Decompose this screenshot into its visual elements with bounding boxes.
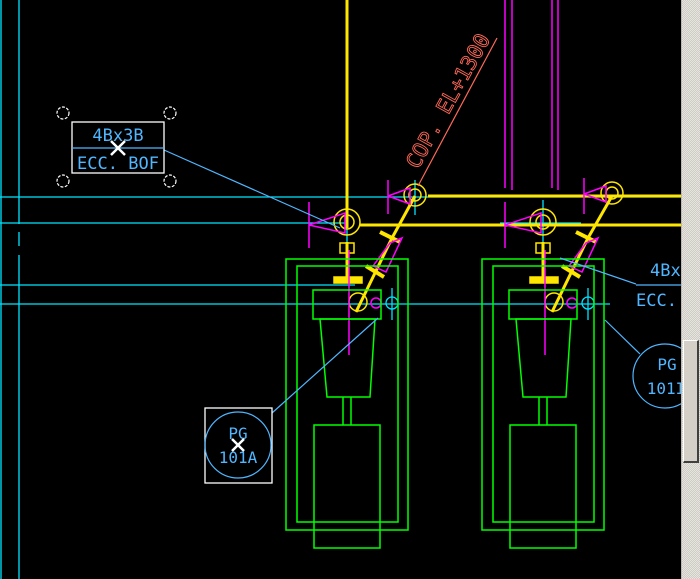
instrument-tag-right[interactable]: PG 101I	[604, 319, 681, 409]
pipe-lines	[345, 0, 681, 313]
pipe-supports	[308, 0, 607, 355]
reducer-tag-left[interactable]: 4Bx3B ECC. BOF	[56, 106, 341, 229]
elevation-label: COP. EL+1300	[401, 30, 495, 173]
pipe-fittings	[333, 181, 624, 312]
insertion-point-icon	[110, 140, 126, 156]
instrument-code: PG	[657, 355, 676, 374]
drawing-canvas[interactable]: COP. EL+1300 4Bx3B ECC. BOF PG 101A 4Bx …	[0, 0, 681, 579]
instrument-number: 101I	[647, 379, 681, 398]
reducer-type-label: ECC. BOF	[77, 154, 159, 174]
instrument-number: 101A	[219, 448, 258, 467]
elevation-annotation: COP. EL+1300	[401, 29, 498, 187]
reducer-size-label: 4Bx3B	[92, 126, 143, 146]
scrollbar-thumb[interactable]	[683, 340, 699, 463]
reducer-size-label: 4Bx	[650, 261, 681, 281]
grip-handles[interactable]	[56, 106, 177, 188]
instrument-code: PG	[228, 424, 247, 443]
reducer-type-label: ECC.	[636, 291, 677, 311]
insertion-point-icon	[231, 438, 245, 452]
vertical-scrollbar[interactable]	[681, 0, 700, 579]
pump-left	[285, 258, 409, 549]
reducer-tag-right[interactable]: 4Bx ECC.	[559, 257, 681, 311]
pump-right	[481, 258, 605, 549]
instrument-tag-left[interactable]: PG 101A	[204, 317, 379, 484]
